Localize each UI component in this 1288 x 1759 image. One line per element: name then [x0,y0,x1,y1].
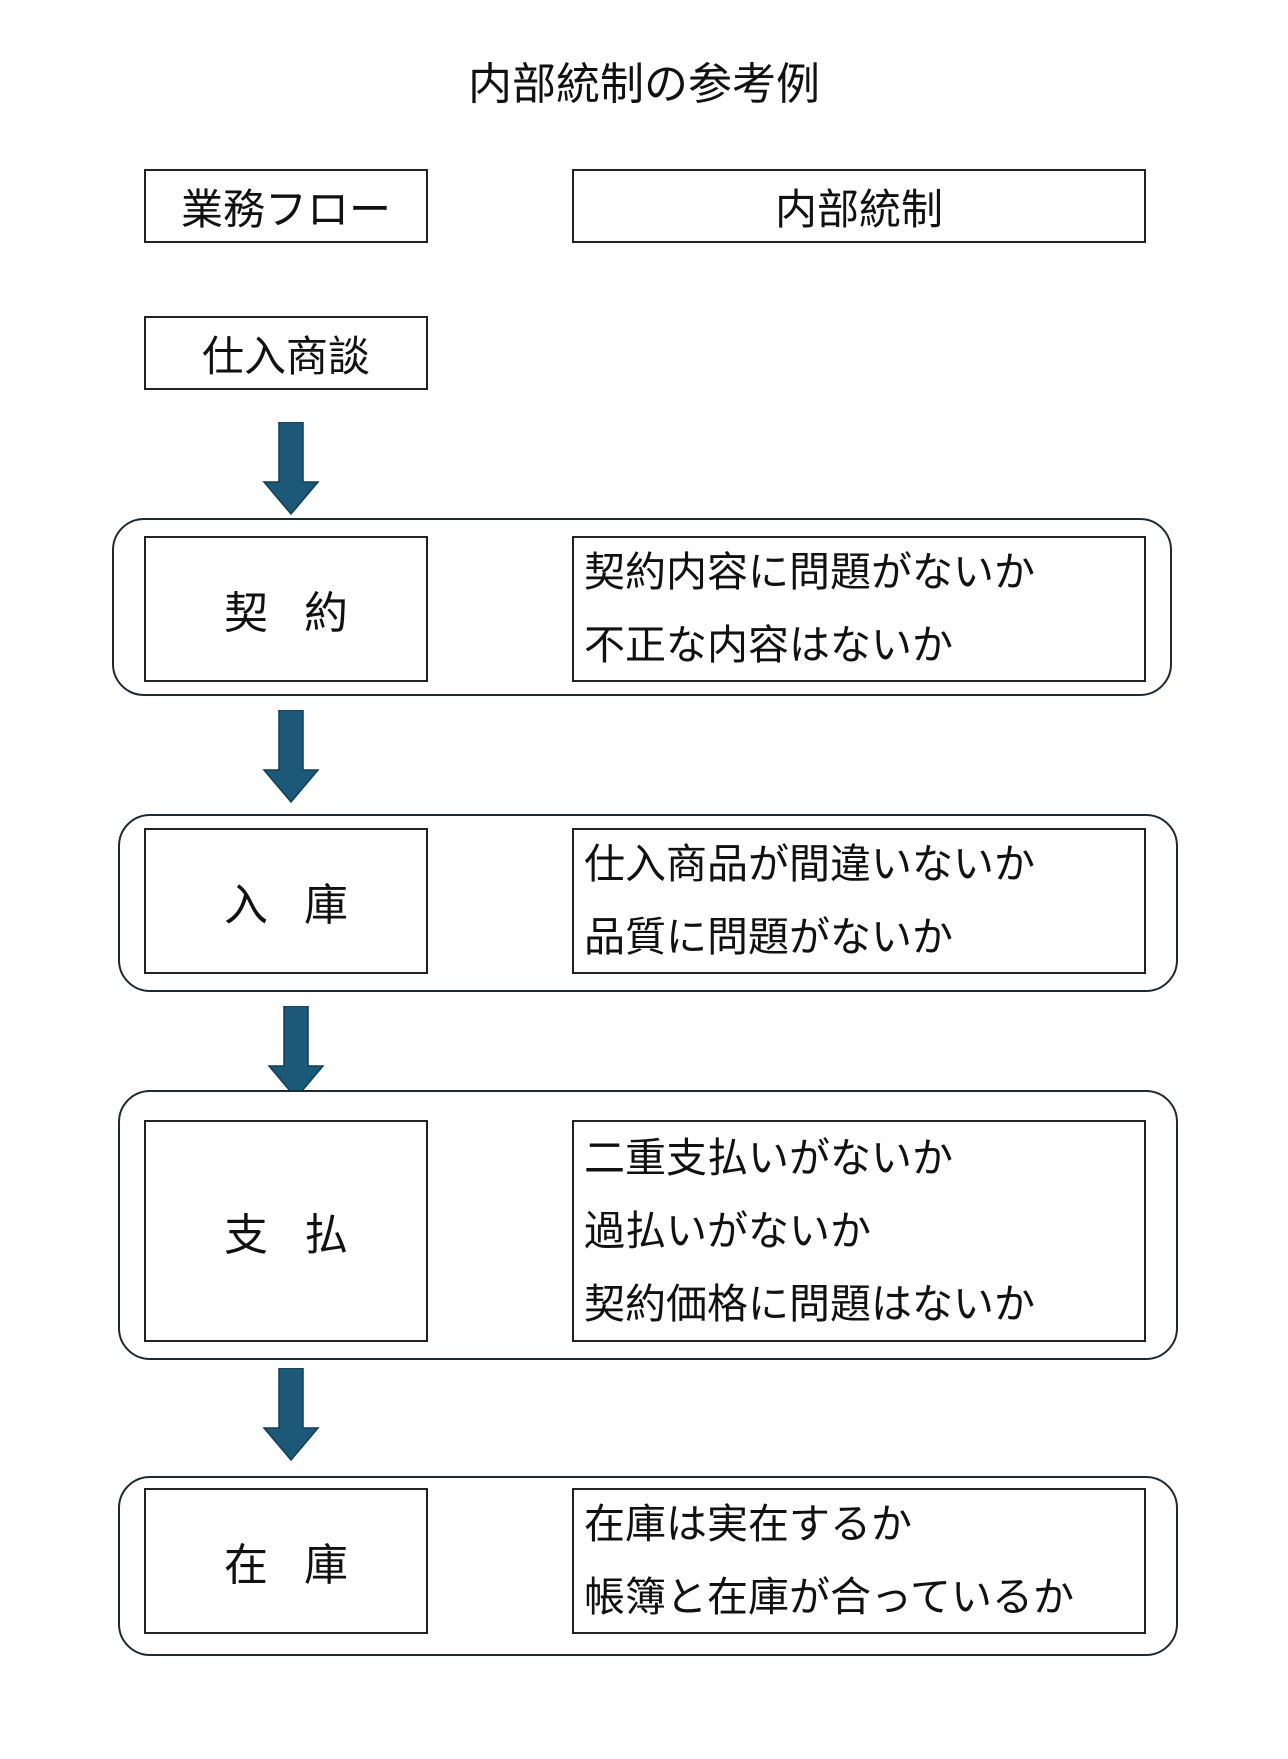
step-box-receiving: 入 庫 [144,828,428,974]
business-flow-header-label: 業務フロー [180,184,391,234]
down-arrow-1 [262,422,320,516]
step-char-2: 約 [304,588,348,639]
control-item: 契約内容に問題がないか [584,548,1035,596]
down-arrow-3 [267,1006,325,1100]
step-box-inventory: 在 庫 [144,1488,428,1634]
control-box-payment: 二重支払いがないか 過払いがないか 契約価格に問題はないか [572,1120,1146,1342]
step-char-2: 庫 [304,880,348,931]
control-item: 帳簿と在庫が合っているか [584,1573,1074,1621]
step-char-1: 契 [224,588,268,639]
start-step-label: 仕入商談 [201,331,370,381]
control-item: 不正な内容はないか [584,621,953,669]
start-step-box: 仕入商談 [144,316,428,390]
internal-control-header: 内部統制 [572,169,1146,243]
control-item: 過払いがないか [584,1206,871,1255]
step-char-1: 支 [224,1210,268,1261]
business-flow-header: 業務フロー [144,169,428,243]
control-item: 二重支払いがないか [584,1133,953,1182]
control-item: 仕入商品が間違いないか [584,840,1035,888]
control-box-contract: 契約内容に問題がないか 不正な内容はないか [572,536,1146,682]
control-box-inventory: 在庫は実在するか 帳簿と在庫が合っているか [572,1488,1146,1634]
step-box-payment: 支 払 [144,1120,428,1342]
step-char-1: 在 [224,1540,268,1591]
down-arrow-2 [262,710,320,804]
control-item: 品質に問題がないか [584,913,953,961]
step-char-2: 庫 [304,1540,348,1591]
step-char-2: 払 [304,1210,348,1261]
step-box-contract: 契 約 [144,536,428,682]
internal-control-header-label: 内部統制 [774,184,943,234]
control-item: 在庫は実在するか [584,1500,912,1548]
step-char-1: 入 [224,880,268,931]
page-title: 内部統制の参考例 [468,59,820,110]
control-box-receiving: 仕入商品が間違いないか 品質に問題がないか [572,828,1146,974]
control-item: 契約価格に問題はないか [584,1279,1035,1328]
down-arrow-4 [262,1368,320,1462]
